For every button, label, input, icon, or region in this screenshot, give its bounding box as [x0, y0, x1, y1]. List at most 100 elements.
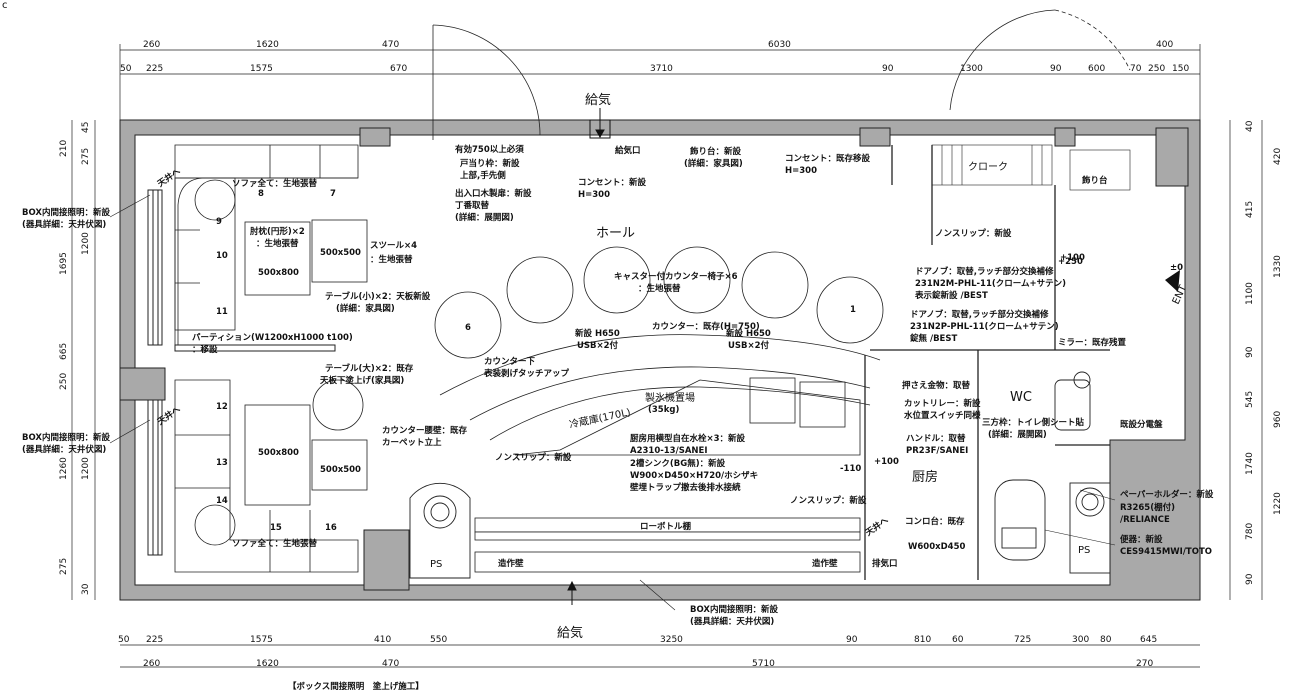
note-door-knob-1b: 231N2M-PHL-11(クローム+サテン) — [915, 278, 1066, 289]
note-entrance-door-c: (詳細：展開図) — [455, 212, 514, 223]
dim-left-275: 275 — [81, 148, 91, 165]
dim-bot-300: 300 — [1072, 635, 1089, 645]
dim-top-1620: 1620 — [256, 40, 279, 50]
dim-top2-70: 70 — [1130, 64, 1142, 74]
supply-port: 給気口 — [615, 145, 641, 156]
table-small-size: 500x800 — [258, 268, 299, 278]
sofa-bottom — [174, 379, 368, 573]
fixed-wall-2: 造作壁 — [812, 558, 838, 569]
stools — [312, 246, 884, 431]
note-cutlery: カットリレー：新設 — [904, 398, 981, 409]
walls — [119, 119, 1201, 601]
note-opening: 有効750以上必須 — [455, 144, 524, 155]
note-paper-holder-c: /RELIANCE — [1120, 515, 1170, 525]
dim-top2-50: 50 — [120, 64, 132, 74]
cloak-room — [931, 144, 1131, 191]
note-door-knob-1: ドアノブ：取替,ラッチ部分交換補修 — [915, 266, 1054, 277]
note-three-way: 三方枠：トイレ側シート貼 — [982, 417, 1085, 428]
door-arcs — [432, 9, 1131, 140]
note-paper-holder-b: R3265(棚付) — [1120, 502, 1175, 513]
seat-11: 11 — [216, 307, 228, 317]
note-outlet-2b: H=300 — [785, 166, 817, 176]
note-handle: ハンドル：取替 — [906, 433, 966, 444]
note-box-lighting-1b: (器具詳細：天井伏図) — [22, 219, 106, 230]
dim-top2-225: 225 — [146, 64, 163, 74]
wc-label: WC — [1010, 390, 1032, 405]
note-sofa-top: ソファ全て：生地張替 — [232, 178, 318, 189]
dim-bot2-470: 470 — [382, 659, 399, 669]
note-caster-chair-b: ：生地張替 — [638, 283, 681, 294]
note-door-frame: 戸当り枠：新設 — [460, 158, 520, 169]
note-sink: 2槽シンク(BG無)：新設 — [630, 458, 726, 469]
side-dimensions — [71, 120, 1263, 600]
dim-top2-3710: 3710 — [650, 64, 673, 74]
note-display-new: 飾り台：新設 — [690, 146, 742, 157]
note-counter-wall: カウンター腰壁：既存 — [382, 425, 468, 436]
table-stool-size: 500x500 — [320, 248, 361, 258]
interior-walls — [864, 145, 1110, 580]
dim-top-400: 400 — [1156, 40, 1173, 50]
note-door-knob-2c: 錠無 /BEST — [910, 333, 957, 344]
note-counter-under-b: 表装剥げタッチアップ — [483, 368, 570, 379]
note-nonslip-1: ノンスリップ：新設 — [495, 452, 572, 463]
seat-10: 10 — [216, 251, 228, 261]
note-bottom: 【ボックス間接照明 塗上げ施工】 — [288, 681, 424, 690]
exhaust-label: 排気口 — [872, 558, 898, 569]
note-nonslip-2: ノンスリップ：新設 — [935, 228, 1012, 239]
note-faucet: 厨房用横型自在水栓×3：新設 — [630, 433, 746, 444]
note-cushion: 肘枕(円形)×2 — [250, 226, 305, 237]
toilet — [994, 371, 1091, 561]
dim-bot-810: 810 — [914, 635, 931, 645]
dim-top-6030: 6030 — [768, 40, 791, 50]
supply-air-top: 給気 — [585, 92, 611, 108]
note-box-lighting-3b: (器具詳細：天井伏図) — [690, 616, 774, 627]
note-door-knob-2b: 231N2P-PHL-11(クローム+サテン) — [910, 321, 1059, 332]
note-usb-1b: USB×2付 — [577, 340, 619, 351]
height-0: ±0 — [1170, 263, 1183, 273]
note-counter-wall-b: カーペット立上 — [382, 437, 442, 448]
note-stove: コンロ台：既存 — [905, 516, 965, 527]
seat-6: 6 — [465, 323, 471, 333]
note-push-fitting: 押さえ金物：取替 — [902, 380, 971, 391]
note-table-small: テーブル(小)×2：天板新設 — [325, 291, 431, 302]
dim-top2-1300: 1300 — [960, 64, 983, 74]
note-partition-b: ：移設 — [192, 344, 218, 355]
dim-right-1220: 1220 — [1273, 492, 1283, 515]
dim-left-210: 210 — [59, 140, 69, 157]
dim-bot2-5710: 5710 — [752, 659, 775, 669]
seat-1: 1 — [850, 305, 856, 315]
note-display-new-b: (詳細：家具図) — [684, 158, 743, 169]
height-250: +250 — [1058, 257, 1083, 267]
note-faucet-b: A2310-13/SANEI — [630, 446, 707, 456]
refrigerator-label: 冷蔵庫(170L) — [568, 405, 632, 431]
ps-label-2: PS — [1078, 545, 1090, 556]
dim-top-260: 260 — [143, 40, 160, 50]
top-dimensions — [119, 44, 1201, 120]
height-100: +100 — [1060, 253, 1085, 263]
supply-air-arrows — [567, 108, 611, 605]
existing-panel: 既設分電盤 — [1120, 419, 1163, 430]
table-large-size2: 500x500 — [320, 465, 361, 475]
dim-right-90: 90 — [1245, 346, 1255, 358]
note-cushion-b: ：生地張替 — [256, 238, 299, 249]
note-box-lighting-2b: (器具詳細：天井伏図) — [22, 444, 106, 455]
ice-machine-label: 製氷機置場 — [645, 391, 695, 404]
dim-bot2-260: 260 — [143, 659, 160, 669]
dim-left-1200: 1200 — [81, 232, 91, 255]
table-large-size: 500x800 — [258, 448, 299, 458]
seat-9: 9 — [216, 217, 222, 227]
note-usb-2: 新設 H650 — [726, 328, 771, 339]
seat-14: 14 — [216, 496, 228, 506]
note-box-lighting-1: BOX内間接照明：新設 — [22, 207, 110, 218]
note-entrance-door-b: 丁番取替 — [455, 200, 490, 211]
dim-bot-225: 225 — [146, 635, 163, 645]
ceiling-top: 天井へ — [155, 166, 183, 190]
low-bottle-shelf — [474, 517, 861, 573]
dim-right-780: 780 — [1245, 523, 1255, 540]
note-entrance-door: 出入口木製扉：新設 — [455, 188, 532, 199]
note-outlet-1b: H=300 — [578, 190, 610, 200]
sofa-top — [174, 144, 368, 351]
dim-left-30: 30 — [81, 583, 91, 595]
dim-top2-90: 90 — [882, 64, 894, 74]
note-paper-holder: ペーパーホルダー：新設 — [1120, 489, 1214, 500]
